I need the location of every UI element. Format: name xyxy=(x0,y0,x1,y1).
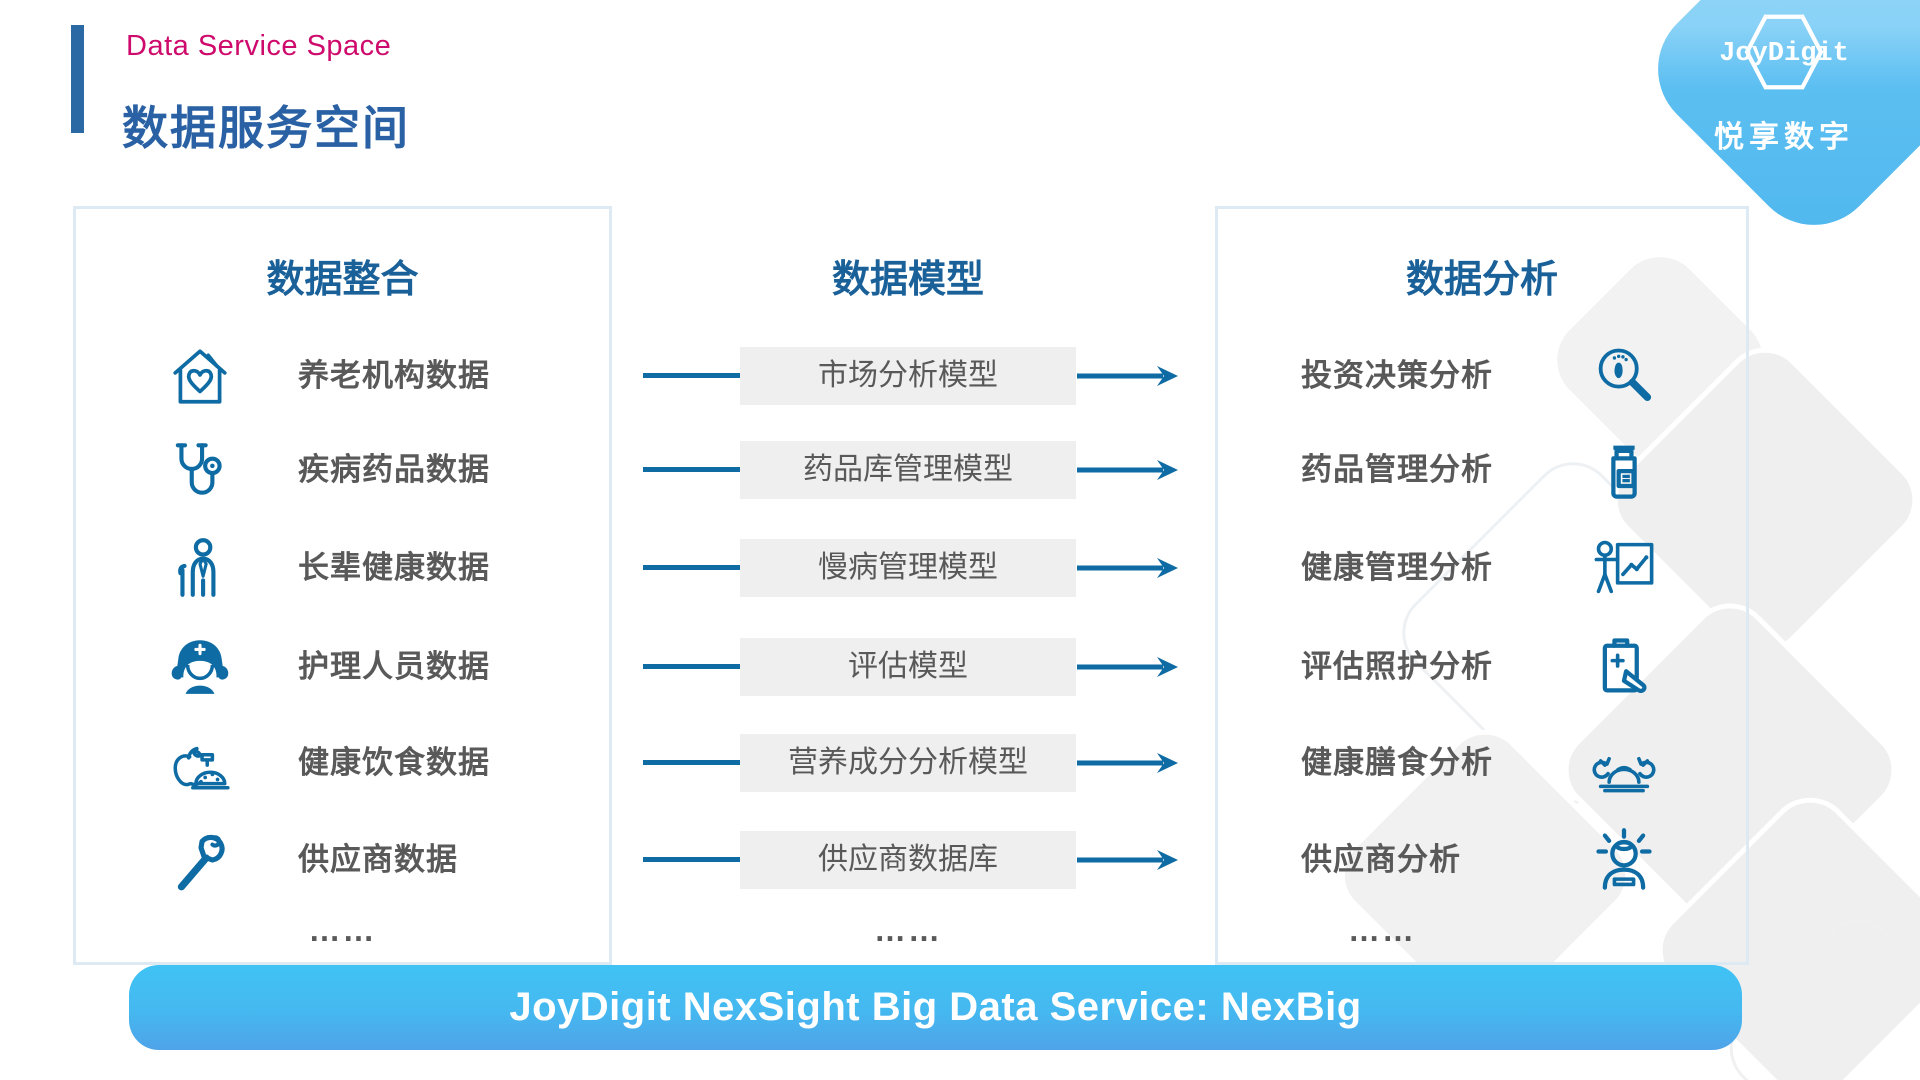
analysis-item-label: 健康膳食分析 xyxy=(1301,745,1493,780)
model-box: 营养成分分析模型 xyxy=(740,734,1076,792)
footer-banner: JoyDigit NexSight Big Data Service: NexB… xyxy=(129,965,1742,1050)
connector-line xyxy=(643,664,740,669)
connector-line xyxy=(643,857,740,862)
elderly-person-icon xyxy=(167,535,233,601)
medicine-bottle-icon xyxy=(1590,436,1658,504)
integration-item-label: 健康饮食数据 xyxy=(298,745,490,780)
analysis-panel xyxy=(1215,206,1749,965)
connector-line xyxy=(643,467,740,472)
models-ellipsis: …… xyxy=(874,912,942,948)
page-title: 数据服务空间 xyxy=(122,102,410,154)
health-chart-presenter-icon xyxy=(1590,534,1658,602)
seafood-dish-icon xyxy=(1590,729,1658,797)
model-box: 市场分析模型 xyxy=(740,347,1076,405)
model-box: 评估模型 xyxy=(740,638,1076,696)
integration-item-label: 供应商数据 xyxy=(298,842,458,877)
integration-item-label: 养老机构数据 xyxy=(298,358,490,393)
supplier-idea-person-icon xyxy=(1590,826,1658,894)
arrow-right-icon xyxy=(1077,365,1179,387)
integration-panel xyxy=(73,206,612,965)
logo-hexagon-icon xyxy=(1741,10,1827,94)
integration-item-label: 护理人员数据 xyxy=(298,649,490,684)
arrow-right-icon xyxy=(1077,849,1179,871)
analysis-item-label: 投资决策分析 xyxy=(1301,358,1493,393)
integration-ellipsis: …… xyxy=(308,912,377,948)
arrow-right-icon xyxy=(1077,459,1179,481)
house-heart-icon xyxy=(167,343,233,409)
arrow-right-icon xyxy=(1077,656,1179,678)
analysis-item-label: 药品管理分析 xyxy=(1301,452,1493,487)
model-box: 供应商数据库 xyxy=(740,831,1076,889)
model-box: 慢病管理模型 xyxy=(740,539,1076,597)
joydigit-logo: JoyDigit 悦享数字 xyxy=(1631,0,1920,252)
column-title-integration: 数据整合 xyxy=(266,259,419,301)
nurse-icon xyxy=(167,634,233,700)
model-box: 药品库管理模型 xyxy=(740,441,1076,499)
logo-brand-zh: 悦享数字 xyxy=(1714,120,1854,154)
analysis-item-label: 供应商分析 xyxy=(1301,842,1461,877)
subtitle-english: Data Service Space xyxy=(126,30,392,62)
analysis-item-label: 健康管理分析 xyxy=(1301,550,1493,585)
connector-line xyxy=(643,565,740,570)
stethoscope-icon xyxy=(167,437,233,503)
connector-line xyxy=(643,373,740,378)
title-accent-bar xyxy=(71,25,84,133)
clipboard-care-icon xyxy=(1590,633,1658,701)
logo-brand-en: JoyDigit xyxy=(1719,39,1849,69)
arrow-right-icon xyxy=(1077,752,1179,774)
integration-item-label: 长辈健康数据 xyxy=(298,550,490,585)
connector-line xyxy=(643,760,740,765)
pipe-wrench-icon xyxy=(167,827,233,893)
healthy-food-icon xyxy=(167,730,233,796)
column-title-models: 数据模型 xyxy=(831,259,984,301)
analysis-ellipsis: …… xyxy=(1348,912,1416,948)
analysis-item-label: 评估照护分析 xyxy=(1301,649,1493,684)
arrow-right-icon xyxy=(1077,557,1179,579)
integration-item-label: 疾病药品数据 xyxy=(298,452,490,487)
footprint-magnifier-icon xyxy=(1590,342,1658,410)
column-title-analysis: 数据分析 xyxy=(1405,259,1558,301)
